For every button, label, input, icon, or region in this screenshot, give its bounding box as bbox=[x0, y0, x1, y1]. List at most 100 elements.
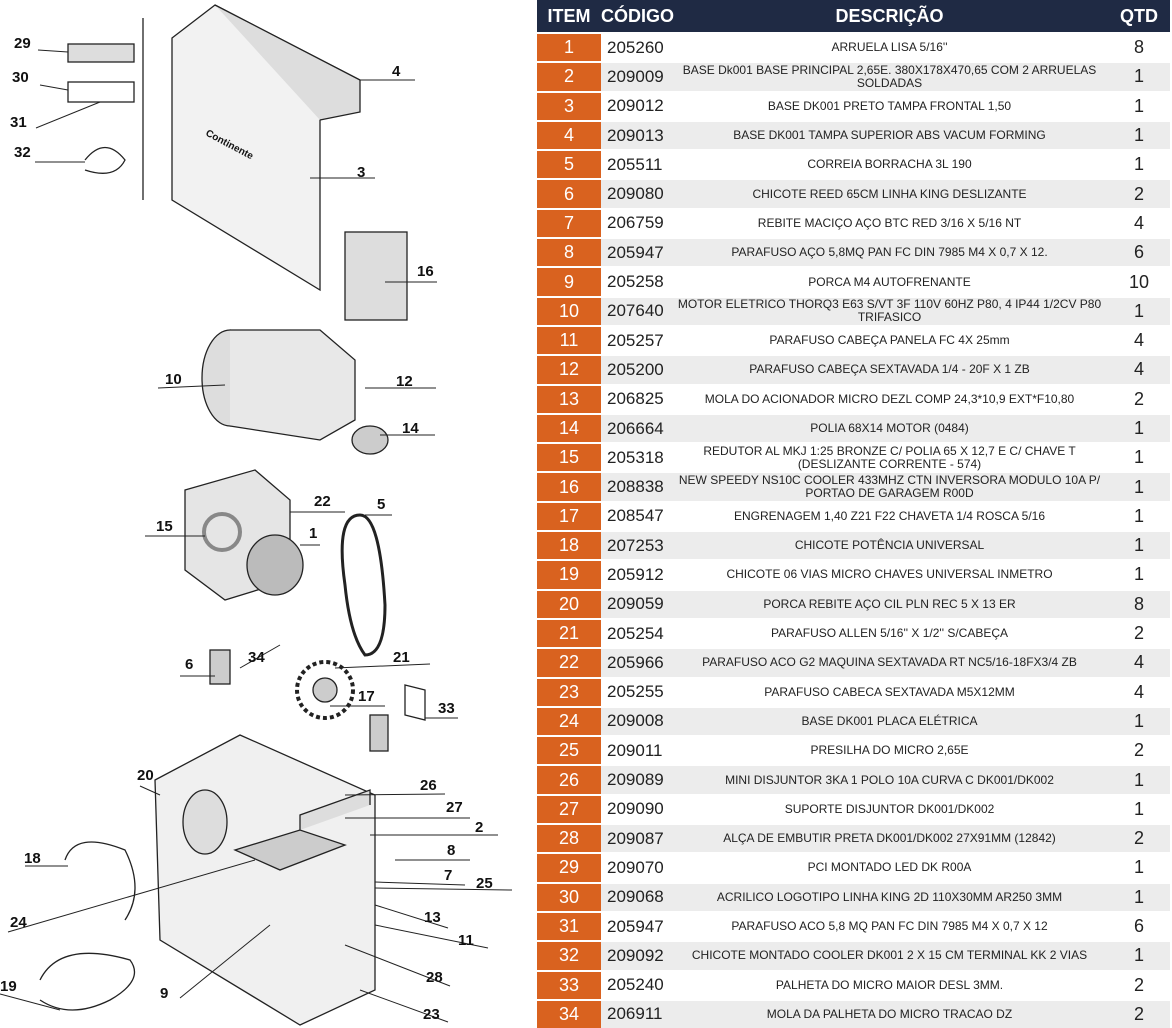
part-description: PARAFUSO ACO G2 MAQUINA SEXTAVADA RT NC5… bbox=[671, 649, 1108, 677]
part-quantity: 1 bbox=[1108, 766, 1170, 794]
callout-10: 10 bbox=[165, 371, 182, 388]
part-quantity: 2 bbox=[1133, 388, 1144, 409]
part-quantity: 1 bbox=[1108, 121, 1170, 150]
part-quantity: 1 bbox=[1133, 505, 1144, 526]
part-code: 205200 bbox=[601, 356, 671, 384]
part-code: 209080 bbox=[601, 180, 671, 208]
part-description: REDUTOR AL MKJ 1:25 BRONZE C/ POLIA 65 X… bbox=[703, 443, 1076, 471]
part-quantity: 1 bbox=[1108, 532, 1170, 560]
item-number: 1 bbox=[537, 34, 601, 62]
item-number: 17 bbox=[537, 502, 601, 531]
header-code: CÓDIGO bbox=[601, 5, 675, 26]
belt-part bbox=[340, 513, 387, 657]
part-description: CORREIA BORRACHA 3L 190 bbox=[807, 157, 972, 172]
part-code: 207640 bbox=[601, 297, 671, 325]
callout-2: 2 bbox=[475, 819, 483, 836]
callout-1: 1 bbox=[309, 525, 317, 542]
item-number: 31 bbox=[537, 912, 601, 941]
item-number: 11 bbox=[537, 326, 601, 355]
part-code: 209090 bbox=[607, 799, 664, 819]
part-code: 208547 bbox=[607, 506, 664, 526]
item-number: 4 bbox=[537, 121, 601, 150]
part-code: 205255 bbox=[607, 682, 664, 702]
part-description: SUPORTE DISJUNTOR DK001/DK002 bbox=[784, 801, 995, 816]
part-description: ARRUELA LISA 5/16'' bbox=[831, 40, 948, 55]
callout-21: 21 bbox=[393, 649, 410, 666]
part-code: 206911 bbox=[601, 1000, 671, 1028]
part-description: PARAFUSO CABEÇA PANELA FC 4X 25mm bbox=[769, 333, 1010, 348]
part-description: ENGRENAGEM 1,40 Z21 F22 CHAVETA 1/4 ROSC… bbox=[733, 508, 1045, 523]
part-description: ACRILICO LOGOTIPO LINHA KING 2D 110X30MM… bbox=[671, 883, 1108, 911]
part-code: 209089 bbox=[601, 766, 671, 794]
part-code: 207253 bbox=[601, 532, 671, 560]
item-number: 2 bbox=[537, 63, 601, 91]
part-description: REBITE MACIÇO AÇO BTC RED 3/16 X 5/16 NT bbox=[757, 215, 1022, 230]
part-quantity: 8 bbox=[1133, 37, 1144, 58]
part-code: 209008 bbox=[601, 707, 671, 736]
part-drawings bbox=[39, 4, 426, 1026]
part-code: 209070 bbox=[607, 857, 664, 877]
callout-32: 32 bbox=[14, 144, 31, 161]
part-quantity: 4 bbox=[1108, 356, 1170, 384]
callout-24: 24 bbox=[10, 914, 27, 931]
part-description: PCI MONTADO LED DK R00A bbox=[807, 860, 972, 875]
part-code: 209011 bbox=[607, 740, 663, 760]
part-code: 205511 bbox=[607, 154, 663, 174]
part-code: 209087 bbox=[601, 825, 671, 853]
leader-lines bbox=[0, 49, 513, 1023]
item-number: 12 bbox=[537, 356, 601, 384]
part-quantity: 1 bbox=[1108, 63, 1170, 91]
part-code: 205947 bbox=[601, 239, 671, 267]
item-number: 3 bbox=[537, 92, 601, 120]
header-qty: QTD bbox=[1120, 5, 1158, 26]
pci-led-part bbox=[67, 43, 135, 63]
item-number: 23 bbox=[537, 678, 601, 706]
part-code: 209012 bbox=[607, 96, 664, 116]
part-code: 205258 bbox=[607, 272, 664, 292]
item-number: 9 bbox=[537, 268, 601, 296]
part-description: POLIA 68X14 MOTOR (0484) bbox=[671, 414, 1108, 443]
part-quantity: 1 bbox=[1108, 883, 1170, 911]
callout-28: 28 bbox=[426, 969, 443, 986]
part-description: PALHETA DO MICRO MAIOR DESL 3MM. bbox=[775, 977, 1004, 992]
part-quantity: 1 bbox=[1133, 95, 1144, 116]
callout-3: 3 bbox=[357, 164, 365, 181]
part-quantity: 8 bbox=[1108, 590, 1170, 618]
item-number: 33 bbox=[537, 971, 601, 999]
power-harness-part bbox=[64, 841, 136, 921]
item-number: 29 bbox=[537, 854, 601, 882]
part-quantity: 1 bbox=[1108, 414, 1170, 443]
part-description: PRESILHA DO MICRO 2,65E bbox=[810, 743, 969, 758]
part-description: BASE DK001 PRETO TAMPA FRONTAL 1,50 bbox=[767, 98, 1012, 113]
part-description: BASE Dk001 BASE PRINCIPAL 2,65E. 380X178… bbox=[671, 63, 1108, 91]
callout-23: 23 bbox=[423, 1006, 440, 1023]
part-code: 209092 bbox=[601, 942, 671, 970]
callout-31: 31 bbox=[10, 114, 27, 131]
part-code: 205318 bbox=[607, 447, 664, 467]
callout-16: 16 bbox=[417, 263, 434, 280]
callout-6: 6 bbox=[185, 656, 193, 673]
part-description: MOLA DA PALHETA DO MICRO TRACAO DZ bbox=[671, 1000, 1108, 1028]
callout-8: 8 bbox=[447, 842, 455, 859]
callout-27: 27 bbox=[446, 799, 463, 816]
item-number: 21 bbox=[537, 619, 601, 648]
item-number: 34 bbox=[537, 1000, 601, 1028]
part-code: 209013 bbox=[601, 121, 671, 150]
motor-pulley-part bbox=[351, 425, 389, 455]
part-quantity: 2 bbox=[1133, 974, 1144, 995]
callout-34: 34 bbox=[248, 649, 265, 666]
